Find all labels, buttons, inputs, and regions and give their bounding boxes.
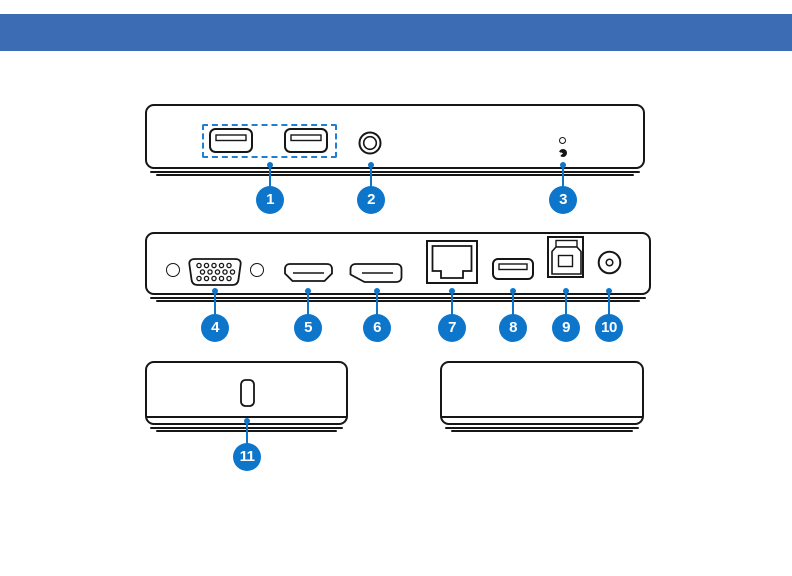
- status-led-icon: [559, 137, 566, 144]
- callout-line: [376, 291, 378, 316]
- callout-badge-6: 6: [363, 314, 391, 342]
- callout-badge-4: 4: [201, 314, 229, 342]
- usb-b-port-icon: [547, 236, 584, 278]
- dock-right-side-view-body: [440, 361, 644, 425]
- callout-line: [565, 291, 567, 316]
- ethernet-rj45-port-icon: [426, 240, 478, 284]
- callout-line: [451, 291, 453, 316]
- callout-badge-5: 5: [294, 314, 322, 342]
- callout-badge-10: 10: [595, 314, 623, 342]
- callout-badge-11: 11: [233, 443, 261, 471]
- right-side-seam-line: [442, 416, 642, 418]
- usb-ports-highlight-box: [202, 124, 337, 158]
- callout-line: [269, 165, 271, 188]
- usb-a-port-icon: [492, 258, 534, 280]
- callout-line: [307, 291, 309, 316]
- right-side-base-line-1: [445, 427, 639, 429]
- callout-line: [214, 291, 216, 316]
- front-base-line-1: [150, 171, 640, 173]
- front-base-line-2: [156, 174, 634, 176]
- power-indicator-icon: [559, 149, 567, 157]
- callout-badge-8: 8: [499, 314, 527, 342]
- hdmi-port-icon: [284, 263, 333, 282]
- rear-base-line-2: [156, 300, 640, 302]
- callout-line: [512, 291, 514, 316]
- callout-badge-1: 1: [256, 186, 284, 214]
- audio-jack-icon: [358, 131, 382, 155]
- callout-badge-9: 9: [552, 314, 580, 342]
- callout-badge-2: 2: [357, 186, 385, 214]
- top-banner-bar: [0, 14, 792, 51]
- callout-line: [608, 291, 610, 316]
- security-lock-slot-icon: [240, 379, 255, 407]
- callout-line: [370, 165, 372, 188]
- callout-badge-3: 3: [549, 186, 577, 214]
- usb-a-port-icon: [209, 128, 253, 153]
- power-jack-icon: [597, 250, 622, 275]
- right-side-base-line-2: [451, 430, 633, 432]
- callout-line: [562, 165, 564, 188]
- callout-line: [246, 421, 248, 445]
- vga-screw-hole-icon: [166, 263, 180, 277]
- vga-screw-hole-icon: [250, 263, 264, 277]
- left-side-seam-line: [147, 416, 346, 418]
- vga-port-icon: [188, 258, 242, 286]
- rear-base-line-1: [150, 297, 646, 299]
- usb-a-port-icon: [284, 128, 328, 153]
- displayport-icon: [349, 263, 403, 283]
- callout-badge-7: 7: [438, 314, 466, 342]
